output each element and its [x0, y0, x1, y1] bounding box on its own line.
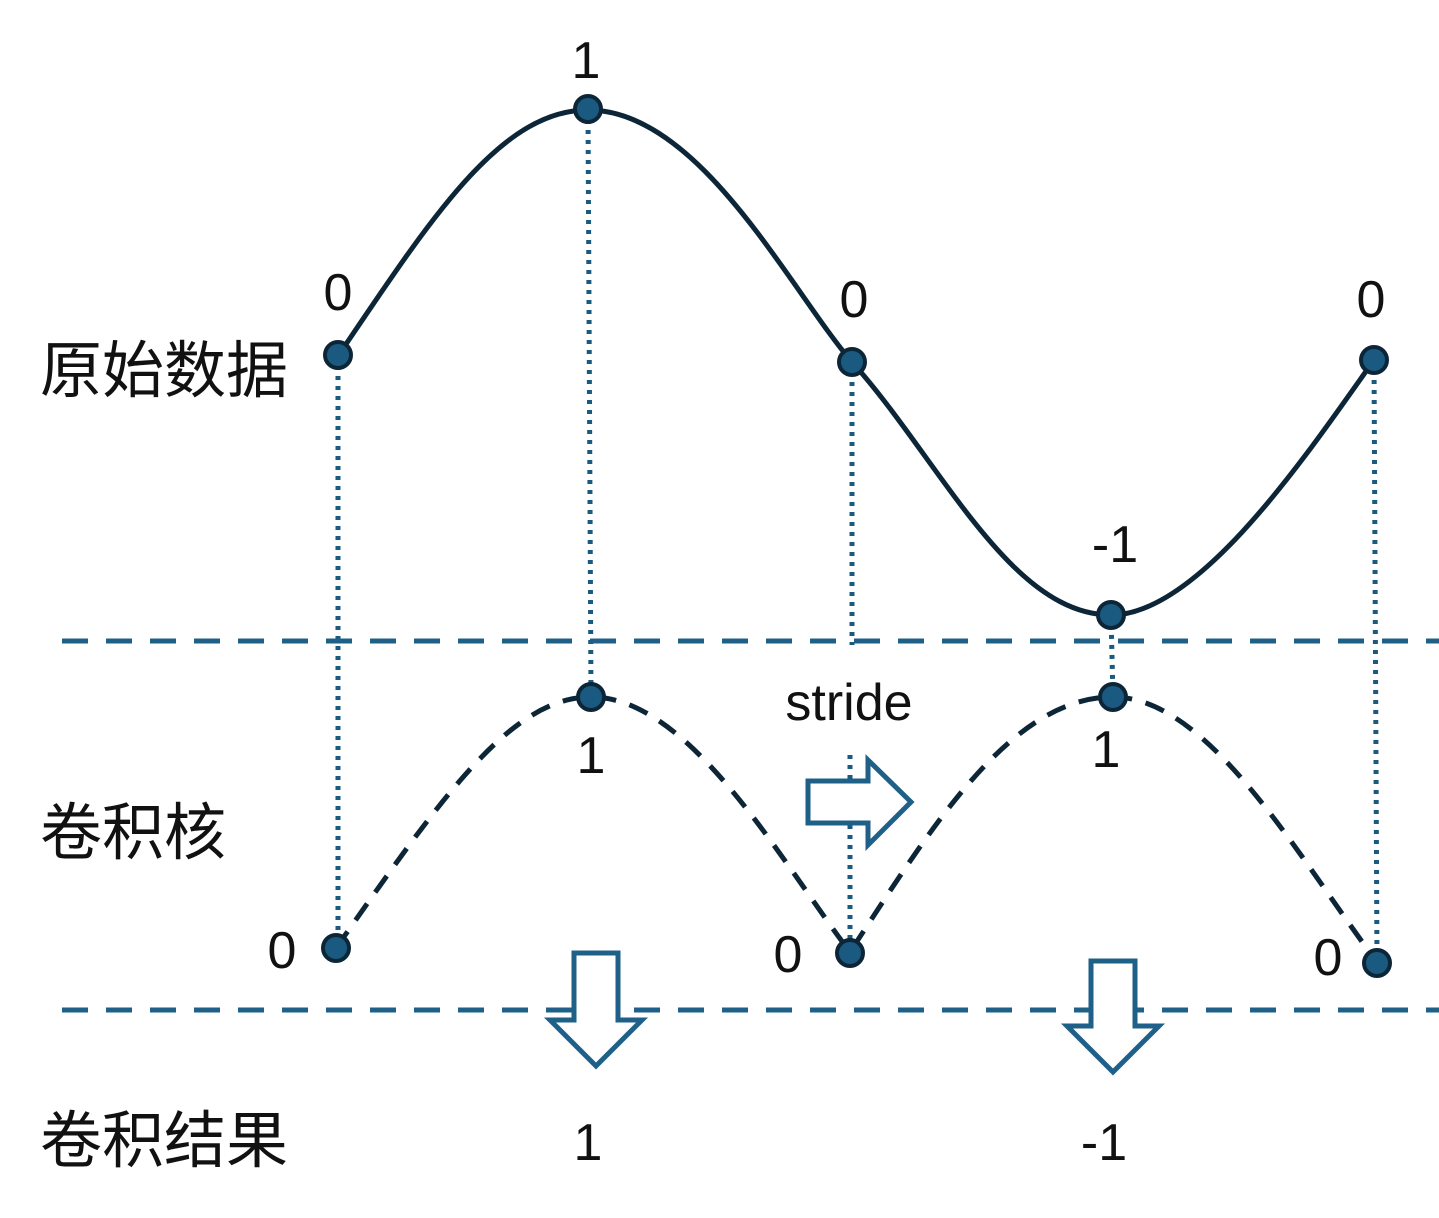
- stride-arrow-icon: [805, 754, 915, 852]
- result-value-label: 1: [574, 1114, 603, 1172]
- kernel-point: [835, 938, 865, 968]
- projection-line: [1371, 359, 1380, 963]
- kernel-value-label: 1: [1092, 721, 1121, 779]
- data-point: [1096, 600, 1126, 630]
- data-point: [1359, 345, 1389, 375]
- data-point: [323, 340, 353, 370]
- down-arrow-icon: [1060, 958, 1166, 1076]
- data-point: [573, 94, 603, 124]
- original-points: [323, 94, 1389, 630]
- kernel-point: [1362, 948, 1392, 978]
- kernel-value-label: 0: [774, 926, 803, 984]
- projection-lines: [335, 109, 1380, 963]
- kernel-point: [1098, 682, 1128, 712]
- original-value-label: 1: [572, 32, 601, 90]
- down-arrow-icon: [543, 950, 649, 1070]
- kernel-value-label: 1: [577, 727, 606, 785]
- original-value-label: -1: [1092, 516, 1138, 574]
- projection-line: [585, 109, 594, 698]
- original-value-label: 0: [1357, 271, 1386, 329]
- original-value-label: 0: [324, 264, 353, 322]
- kernel-curve: [333, 694, 1379, 964]
- kernel-value-label: 0: [268, 922, 297, 980]
- kernel-point: [576, 682, 606, 712]
- kernel-points: [321, 682, 1392, 978]
- stride-label: stride: [785, 674, 912, 732]
- kernel-value-label: 0: [1314, 929, 1343, 987]
- kernel-point: [321, 933, 351, 963]
- original-data-label: 原始数据: [40, 334, 289, 407]
- data-point: [837, 347, 867, 377]
- kernel-label: 卷积核: [40, 796, 227, 869]
- original-value-label: 0: [840, 271, 869, 329]
- result-label: 卷积结果: [40, 1104, 289, 1177]
- result-value-label: -1: [1081, 1114, 1127, 1172]
